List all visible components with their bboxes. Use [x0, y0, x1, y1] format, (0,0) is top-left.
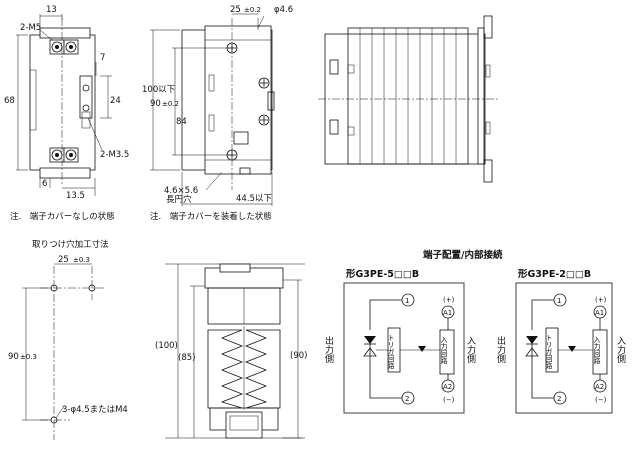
wiring-diagram-2: 形G3PE-2□□B 1 2 A1 A2 (+) (−) トリガ回路 入力回路: [515, 268, 613, 414]
top-view-heatsink: (100) (85) (90): [155, 263, 307, 439]
dim-slot-sub: 長円穴: [166, 194, 192, 205]
terminal-a-a1: A1: [443, 309, 452, 317]
note-no-cover: 注. 端子カバーなしの状態: [10, 211, 115, 222]
wiring-diagram-5: 形G3PE-5□□B 1 2 A1 A2 (+) (−) トリガ回路 入力回路: [343, 268, 465, 414]
dim-24: 24: [110, 96, 121, 106]
input-side-a: 入力側: [465, 336, 476, 363]
mounting-hole-view: 取りつけ穴加工寸法 25 ±0.3 90 ±0.3 3-φ4.5またはM4: [8, 239, 128, 440]
dim-m5: 2-M5: [20, 23, 41, 33]
plus-a: (+): [443, 296, 455, 304]
front-view-with-cover: 25 ±0.2 φ4.6 100以下 90 ±0.2 84 4.6×5.6 長円…: [142, 5, 293, 222]
input-side-b: 入力側: [615, 336, 626, 363]
output-side-a: 出力側: [323, 335, 334, 363]
minus-a: (−): [443, 396, 455, 404]
terminal-a-2: 2: [405, 395, 409, 403]
dim-100-ref: (100): [155, 341, 178, 351]
wiring-title: 端子配置/内部接続: [423, 249, 503, 261]
model-a: 形G3PE-5□□B: [346, 268, 419, 280]
dim-100: 100以下: [142, 85, 176, 95]
note-with-cover: 注. 端子カバーを装着した状態: [150, 211, 272, 222]
minus-b: (−): [595, 396, 607, 404]
wiring-section: 端子配置/内部接続 形G3PE-5□□B 1 2 A1 A2 (+) (−) ト…: [323, 249, 626, 414]
terminal-b-a1: A1: [595, 309, 604, 317]
mount-dim-25: 25: [58, 255, 69, 265]
terminal-b-2: 2: [557, 395, 561, 403]
dim-25-tol: ±0.2: [244, 6, 261, 14]
terminal-b-a2: A2: [595, 383, 604, 391]
plus-b: (+): [595, 296, 607, 304]
dim-13: 13: [46, 5, 57, 15]
dim-90: 90: [150, 99, 161, 109]
side-view: [318, 15, 500, 183]
dim-6: 6: [42, 179, 47, 189]
output-side-b: 出力側: [495, 335, 506, 363]
dim-90-ref: (90): [290, 351, 307, 361]
input-circuit-a: 入力回路: [440, 336, 448, 365]
dim-slot: 4.6×5.6: [164, 186, 198, 196]
mount-dim-25-tol: ±0.3: [73, 256, 90, 264]
front-view-no-cover: 13 2-M5 7 68 24 2-M3.5 6 13.5 注. 端子カバーなし…: [4, 5, 129, 222]
mount-holes: 3-φ4.5またはM4: [62, 405, 128, 415]
dim-68: 68: [4, 96, 15, 106]
dim-13-5: 13.5: [66, 191, 85, 201]
input-circuit-b: 入力回路: [593, 336, 601, 365]
dim-85-ref: (85): [178, 353, 195, 363]
model-b: 形G3PE-2□□B: [518, 268, 591, 280]
dim-m35: 2-M3.5: [100, 150, 129, 160]
terminal-b-1: 1: [557, 297, 561, 305]
terminal-a-a2: A2: [443, 383, 452, 391]
dim-44-5: 44.5以下: [236, 194, 272, 204]
mount-dim-90: 90: [8, 352, 19, 362]
dim-7: 7: [100, 53, 105, 63]
dim-84: 84: [176, 117, 187, 127]
trigger-a: トリガ回路: [387, 334, 395, 370]
mount-title: 取りつけ穴加工寸法: [32, 239, 109, 250]
terminal-a-1: 1: [405, 297, 409, 305]
trigger-b: トリガ回路: [545, 334, 553, 370]
mount-dim-90-tol: ±0.3: [20, 353, 37, 361]
dim-90-tol: ±0.2: [162, 100, 179, 108]
dim-phi-4-6: φ4.6: [274, 5, 293, 15]
dim-25: 25: [230, 5, 241, 15]
